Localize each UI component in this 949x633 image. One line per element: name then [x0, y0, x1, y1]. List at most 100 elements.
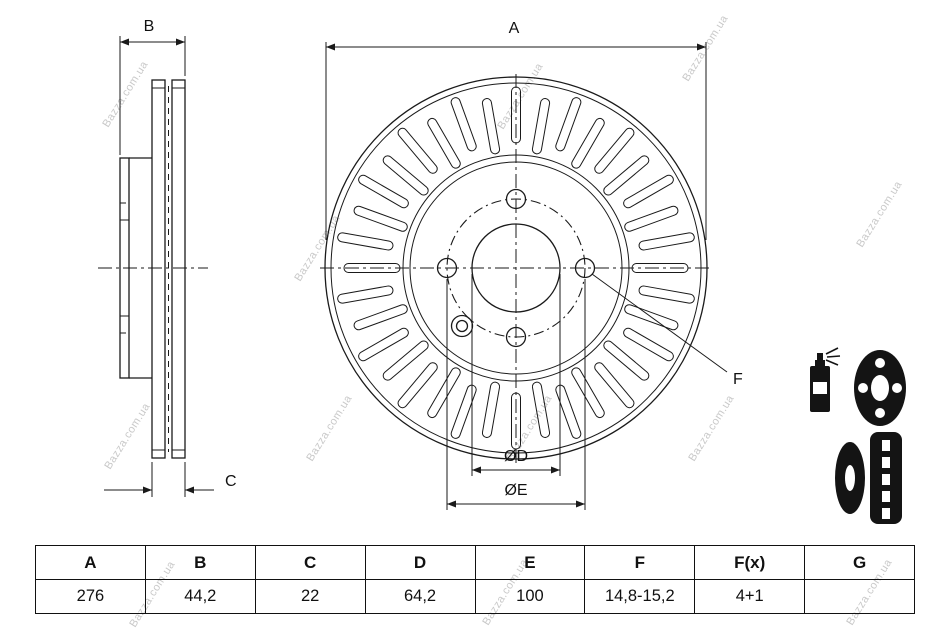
vent-slot: [624, 304, 679, 331]
dimension-label-b: B: [144, 18, 155, 35]
table-header-cell: F: [584, 545, 696, 580]
vent-slot: [358, 327, 409, 362]
watermark-text: Bazza.com.ua: [686, 393, 736, 464]
vent-slot: [638, 285, 695, 304]
vent-slot: [594, 362, 635, 409]
friction-inner-circle: [402, 154, 630, 382]
dimension-c: C: [104, 462, 237, 497]
bolt-hole: [436, 257, 458, 279]
watermark-text: Bazza.com.ua: [854, 179, 904, 250]
vent-slot: [624, 205, 679, 232]
side-view: [98, 79, 208, 459]
vent-slot: [481, 381, 501, 438]
bolt-circle: [446, 198, 586, 338]
dimension-label-e: ØE: [504, 482, 527, 499]
table-value-cell: 22: [254, 579, 366, 614]
table-value-cell: 14,8-15,2: [584, 579, 696, 614]
hub-hole: [875, 408, 885, 418]
watermark-text: Bazza.com.ua: [100, 59, 150, 130]
table-value-row: 276 44,2 22 64,2 100 14,8-15,2 4+1: [35, 579, 915, 614]
dimension-b: B: [119, 18, 186, 155]
inner-friction-plate: [151, 79, 166, 459]
hub-hole: [858, 383, 868, 393]
vent-slot-cut: [882, 457, 890, 468]
vent-slot: [450, 97, 477, 152]
vent-slot: [358, 174, 409, 209]
table-header-cell: F(x): [694, 545, 806, 580]
dimension-label-c: C: [225, 473, 237, 490]
table-header-cell: A: [35, 545, 146, 580]
vent-slot: [594, 127, 635, 174]
spray-lines: [825, 347, 841, 366]
hub-hole: [892, 383, 902, 393]
dimension-label-a: A: [509, 20, 520, 37]
table-value-cell: 100: [474, 579, 586, 614]
vent-slot: [531, 98, 551, 155]
vent-slot-cut: [882, 474, 890, 485]
table-value-cell: 4+1: [694, 579, 806, 614]
vent-slot-ring: [337, 86, 695, 450]
vent-slot: [623, 174, 674, 209]
disc-hat-bore: [845, 465, 855, 491]
outer-edge-circle: [330, 82, 702, 454]
watermarks: Bazza.com.ua Bazza.com.ua Bazza.com.ua B…: [100, 13, 904, 630]
table-header-cell: B: [144, 545, 256, 580]
vent-slot: [353, 304, 408, 331]
table-header-row: A B C D E F F(x) G: [35, 545, 915, 580]
vent-slot: [450, 384, 477, 439]
table-header-cell: E: [474, 545, 586, 580]
spray-can-icon: [810, 347, 841, 412]
dimension-a: A: [325, 20, 707, 240]
watermark-text: Bazza.com.ua: [102, 401, 152, 472]
hub-face-icon: [854, 350, 906, 426]
bolt-hole: [505, 188, 527, 210]
vent-slot: [511, 86, 521, 144]
hub-hole: [875, 358, 885, 368]
vent-slot: [531, 381, 551, 438]
front-view: [320, 74, 712, 464]
dimension-e: ØE: [446, 279, 586, 510]
f-callout: F: [591, 273, 743, 388]
hub-bore: [871, 375, 889, 401]
table-value-cell: [804, 579, 915, 614]
table-value-cell: 64,2: [364, 579, 476, 614]
center-bore-circle: [471, 223, 561, 313]
vent-slot: [571, 117, 605, 169]
locating-hole-ring: [450, 314, 474, 338]
vent-slot-cut: [882, 508, 890, 519]
vent-slot: [555, 97, 582, 152]
vent-slot: [571, 367, 605, 419]
vent-slot: [427, 117, 461, 169]
vent-slot: [638, 232, 695, 251]
vent-slot: [397, 362, 438, 409]
vent-slot: [337, 285, 394, 304]
vent-slot: [481, 98, 501, 155]
spray-can-cap: [815, 360, 825, 366]
vent-slot-cut: [882, 440, 890, 451]
callout-label-f: F: [733, 371, 743, 388]
spray-can-label: [813, 382, 827, 394]
spray-can-nozzle: [817, 353, 823, 360]
table-value-cell: 44,2: [144, 579, 256, 614]
bolt-hole: [574, 257, 596, 279]
vent-slot-cut: [882, 491, 890, 502]
table-header-cell: C: [254, 545, 366, 580]
pictogram-icons: [810, 347, 906, 524]
vent-slot: [353, 205, 408, 232]
vent-slot: [603, 340, 650, 381]
outer-friction-plate: [171, 79, 186, 459]
dimension-d: ØD: [471, 274, 561, 476]
hat-face: [119, 157, 130, 379]
vent-slot: [337, 232, 394, 251]
vent-slot: [623, 327, 674, 362]
vent-slot: [511, 392, 521, 450]
watermark-text: Bazza.com.ua: [304, 393, 354, 464]
hat-edge-circle: [409, 161, 623, 375]
dimension-label-d: ØD: [504, 448, 528, 465]
outer-diameter-circle: [324, 76, 708, 460]
watermark-text: Bazza.com.ua: [292, 213, 342, 284]
vent-slot: [603, 155, 650, 196]
vented-disc-cross-section-icon: [835, 432, 902, 524]
bolt-hole: [505, 326, 527, 348]
